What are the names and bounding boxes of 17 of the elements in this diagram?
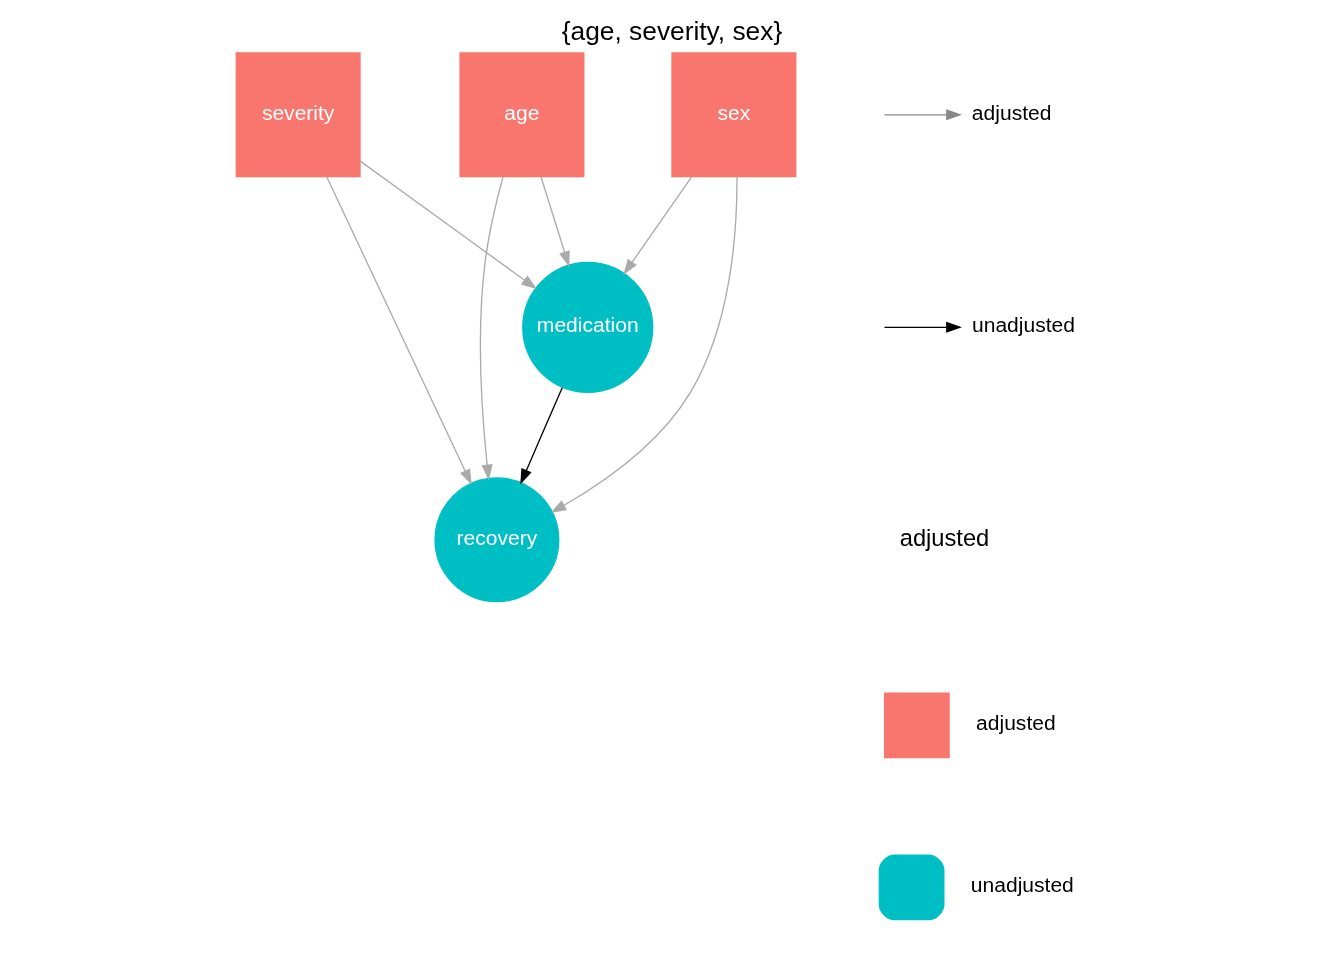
legend-label: unadjusted [970, 873, 1074, 897]
node-circle: recovery [434, 477, 560, 603]
node-box: sex [671, 52, 797, 178]
arrow [540, 176, 570, 267]
node-box: age [459, 52, 585, 178]
arrow [623, 176, 693, 275]
arrow [359, 160, 538, 290]
arrow [326, 176, 472, 486]
legend-label: adjusted [971, 100, 1052, 124]
node-box: severity [235, 52, 361, 178]
arrow [520, 386, 563, 485]
legend-label: adjusted [976, 711, 1056, 735]
diagram-title: {age, severity, sex} [561, 15, 783, 46]
arrow [550, 176, 738, 513]
legend-label: unadjusted [971, 313, 1075, 337]
label: adjusted [899, 524, 990, 551]
arrow [479, 176, 504, 481]
